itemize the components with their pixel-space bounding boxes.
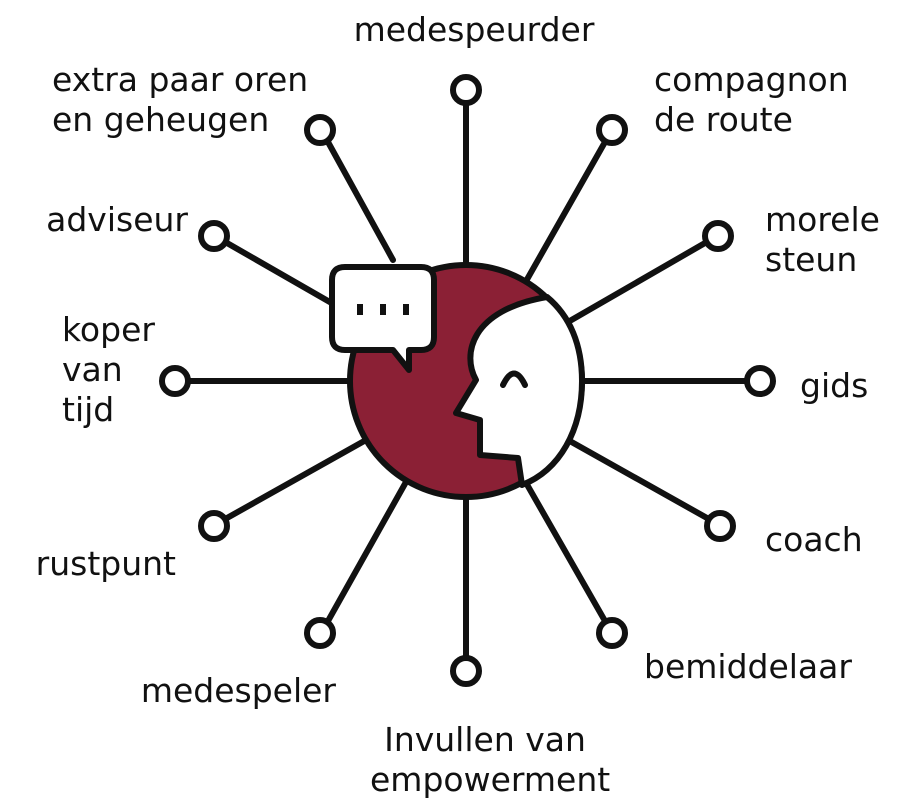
label-bemiddelaar: bemiddelaar xyxy=(644,647,852,686)
label-koper-van-tijd: koper van tijd xyxy=(62,310,155,429)
label-morele-steun: morele steun xyxy=(765,200,880,279)
spoke-bemiddelaar xyxy=(522,478,608,624)
smile-icon xyxy=(500,370,528,388)
spoke-adviseur xyxy=(224,240,338,308)
node-compagnon xyxy=(596,114,628,146)
label-rustpunt: rustpunt xyxy=(35,544,176,583)
head-silhouette xyxy=(453,294,585,488)
spoke-compagnon xyxy=(522,139,608,286)
label-extra-paar-oren: extra paar oren en geheugen xyxy=(52,60,309,139)
spoke-extra-paar xyxy=(325,139,396,263)
spoke-morele-steun xyxy=(565,240,708,325)
spoke-coach xyxy=(565,437,710,521)
node-medespeler xyxy=(304,617,336,649)
node-medespeurder xyxy=(450,74,482,106)
speech-bubble-dots xyxy=(357,304,409,315)
label-invullen-van-empowerment: Invullen van empowerment xyxy=(370,720,611,799)
label-gids: gids xyxy=(800,366,869,405)
spoke-medespeler xyxy=(325,479,409,624)
speech-bubble-icon xyxy=(329,264,437,373)
node-morele-steun xyxy=(702,220,734,252)
node-rustpunt xyxy=(198,510,230,542)
label-medespeler: medespeler xyxy=(140,671,336,710)
node-adviseur xyxy=(198,220,230,252)
node-bemiddelaar xyxy=(596,617,628,649)
label-adviseur: adviseur xyxy=(46,200,188,239)
label-compagnon-de-route: compagnon de route xyxy=(654,60,849,139)
label-coach: coach xyxy=(765,520,863,559)
node-coach xyxy=(704,510,736,542)
node-koper xyxy=(159,365,191,397)
node-extra-paar xyxy=(304,114,336,146)
node-gids xyxy=(744,365,776,397)
spoke-rustpunt xyxy=(224,437,369,521)
label-medespeurder: medespeurder xyxy=(353,10,595,49)
node-invullen xyxy=(450,655,482,687)
